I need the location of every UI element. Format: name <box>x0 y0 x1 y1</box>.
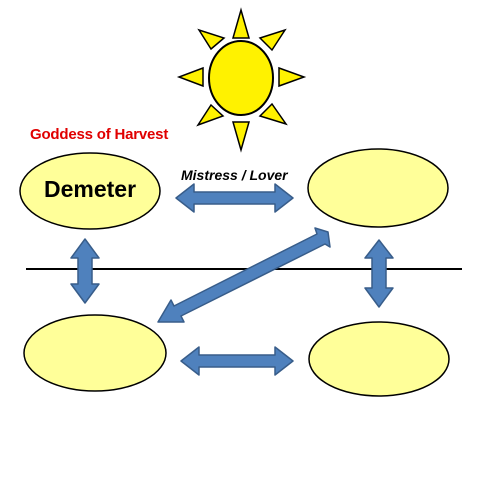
node-bottom-left <box>23 314 167 392</box>
node-bottom-right <box>308 321 450 397</box>
sun-icon <box>176 7 307 153</box>
node-title-label: Goddess of Harvest <box>30 126 169 143</box>
arrow-top-left-bottom-left <box>70 238 100 304</box>
relationship-label: Mistress / Lover <box>181 167 288 183</box>
node-top-left <box>19 152 161 230</box>
sun-ray <box>197 28 226 51</box>
sun-ray <box>258 102 288 126</box>
sun-ray <box>232 121 250 153</box>
sun-ray <box>278 66 307 88</box>
sun-ray <box>196 103 225 127</box>
arrow-top-left-top-right <box>175 183 294 213</box>
node-label-top-left: Demeter <box>43 176 137 202</box>
sun-ray <box>258 28 287 52</box>
sun-disk <box>208 40 274 116</box>
sun-ray <box>176 66 204 88</box>
sun-ray <box>232 7 250 39</box>
arrow-top-right-bottom-right <box>364 239 394 308</box>
node-top-right <box>307 148 449 228</box>
arrow-bottom-left-top-right <box>157 227 331 323</box>
arrow-bottom-left-bottom-right <box>180 346 294 376</box>
